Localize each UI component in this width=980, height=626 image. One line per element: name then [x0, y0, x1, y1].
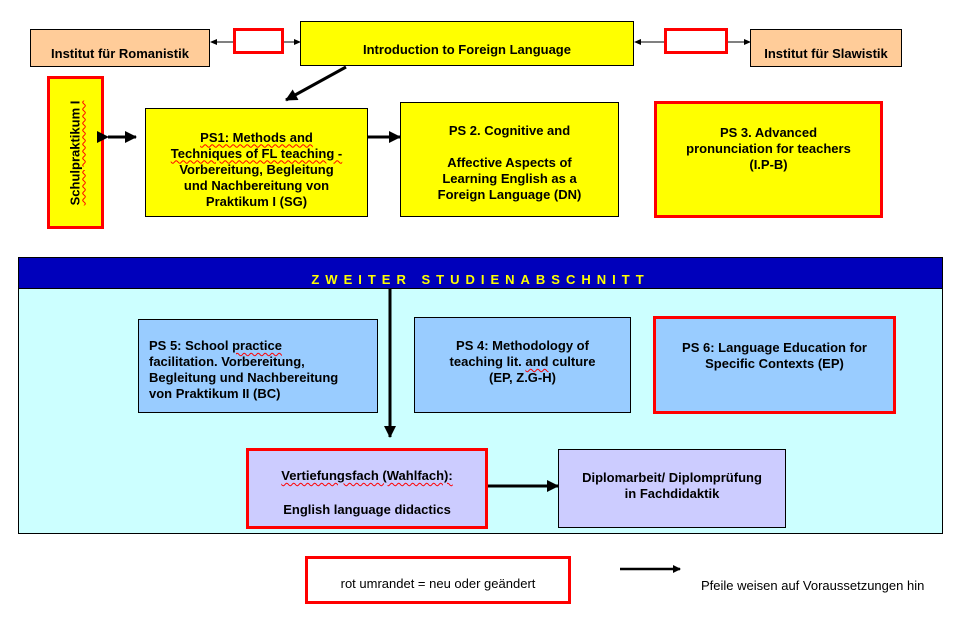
ps5-box: PS 5: School practice facilitation. Vorb…	[138, 319, 378, 413]
institut-romanistik-box: Institut für Romanistik	[30, 29, 210, 67]
ps5-line-2: facilitation. Vorbereitung,	[149, 354, 305, 369]
ps2-line-2: Learning English as a	[442, 171, 577, 186]
ps3-box: PS 3. Advanced pronunciation for teacher…	[654, 101, 883, 218]
institut-slawistik-label: Institut für Slawistik	[764, 46, 888, 61]
ps2-title: PS 2. Cognitive and	[448, 123, 571, 138]
ps5-line-1: PS 5: School practice	[149, 338, 282, 353]
ps3-line-3: (I.P-B)	[749, 157, 788, 172]
ps1-line-3: und Nachbereitung von	[183, 177, 330, 193]
section-header: ZWEITER STUDIENABSCHNITT	[19, 258, 942, 289]
institut-slawistik-box: Institut für Slawistik	[750, 29, 902, 67]
vertiefungsfach-subtitle: English language didactics	[283, 502, 451, 517]
ps2-line-3: Foreign Language (DN)	[437, 187, 582, 202]
diplom-line-2: in Fachdidaktik	[624, 486, 720, 501]
ps5-line-3: Begleitung und Nachbereitung	[149, 370, 339, 385]
ps6-line-1: PS 6: Language Education for	[682, 340, 867, 355]
diplom-box: Diplomarbeit/ Diplomprüfung in Fachdidak…	[558, 449, 786, 528]
ps2-line-1: Affective Aspects of	[447, 155, 572, 170]
diplom-line-1: Diplomarbeit/ Diplomprüfung	[582, 470, 762, 485]
ps3-line-2: pronunciation for teachers	[686, 141, 851, 156]
institut-romanistik-label: Institut für Romanistik	[51, 46, 189, 61]
ps4-line-2: teaching lit. and culture	[449, 354, 596, 369]
intro-foreign-language-label: Introduction to Foreign Language	[363, 41, 571, 57]
legend-red-border-label: rot umrandet = neu oder geändert	[340, 576, 536, 591]
ps1-box: PS1: Methods and Techniques of FL teachi…	[145, 108, 368, 217]
intro-foreign-language-box: Introduction to Foreign Language	[300, 21, 634, 66]
schulpraktikum-label: Schulpraktikum I	[67, 100, 83, 205]
ps1-title: PS1: Methods and	[200, 129, 313, 145]
ps3-line-1: PS 3. Advanced	[719, 125, 818, 140]
ps6-line-2: Specific Contexts (EP)	[705, 356, 844, 371]
ps5-line-4: von Praktikum II (BC)	[149, 386, 281, 401]
ps6-box: PS 6: Language Education for Specific Co…	[653, 316, 896, 414]
vertiefungsfach-title: Vertiefungsfach (Wahlfach):	[281, 468, 453, 483]
ps2-box: PS 2. Cognitive and Affective Aspects of…	[400, 102, 619, 217]
legend-arrow-label: Pfeile weisen auf Voraussetzungen hin	[701, 578, 925, 593]
vertiefungsfach-box: Vertiefungsfach (Wahlfach): English lang…	[246, 448, 488, 529]
empty-link-box-right	[664, 28, 728, 54]
ps4-box: PS 4: Methodology of teaching lit. and c…	[414, 317, 631, 413]
ps1-line-2: Vorbereitung, Begleitung	[179, 161, 334, 177]
ps4-line-1: PS 4: Methodology of	[456, 338, 589, 353]
empty-link-box-left	[233, 28, 284, 54]
schulpraktikum-box: Schulpraktikum I	[47, 76, 104, 229]
legend-red-border-box: rot umrandet = neu oder geändert	[305, 556, 571, 604]
section-header-label: ZWEITER STUDIENABSCHNITT	[311, 272, 650, 287]
ps1-line-4: Praktikum I (SG)	[205, 193, 308, 209]
arrow-intro-to-ps1	[285, 65, 347, 102]
ps4-line-3: (EP, Z.G-H)	[489, 370, 556, 385]
ps1-line-1: Techniques of FL teaching -	[170, 145, 343, 161]
